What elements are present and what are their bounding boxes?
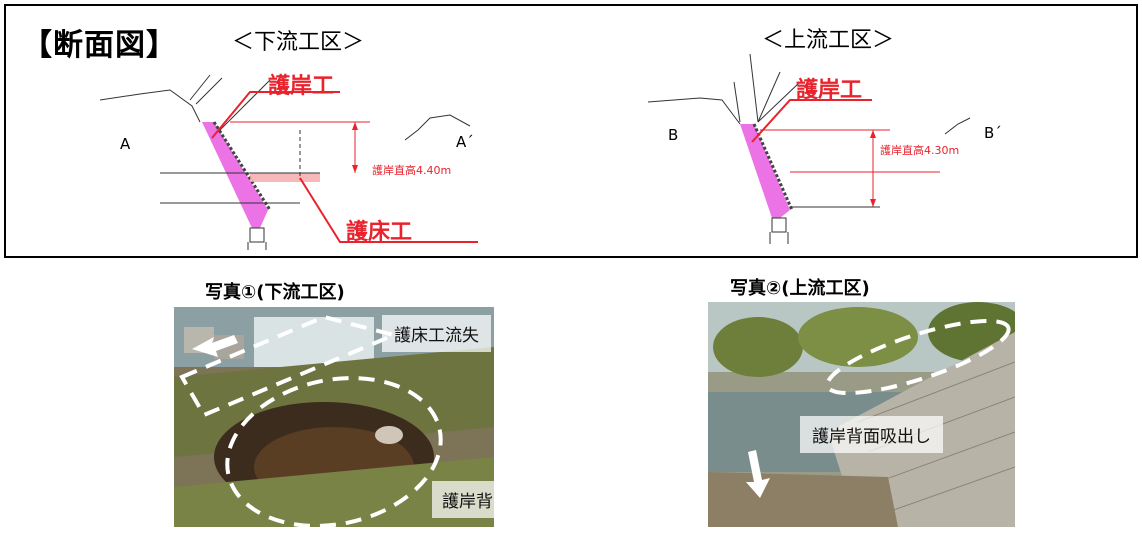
photo2: 護岸背面吸出し [708, 302, 1015, 527]
downstream-revetment-label: 護岸工 [268, 74, 335, 99]
photo2-caption: 写真②(上流工区) [730, 278, 870, 299]
cross-section-heading: 【断面図】 [22, 28, 177, 63]
upstream-height-label: 護岸直高4.30m [880, 144, 960, 157]
section-label-a-prime: A´ [456, 133, 474, 151]
downstream-height-label: 護岸直高4.40m [372, 164, 452, 177]
revetment-fill [202, 122, 268, 228]
downstream-section-drawing [100, 74, 478, 250]
section-label-a: A [120, 135, 131, 153]
photo1-callout-text: 護岸背面吸出し [442, 492, 494, 512]
photo1-caption: 写真①(下流工区) [205, 282, 345, 303]
cross-section-panel [4, 4, 1138, 258]
upstream-revetment-fill [740, 124, 790, 218]
section-label-b-prime: B´ [984, 124, 1002, 142]
downstream-bed-label: 護床工 [346, 220, 413, 245]
upstream-title: ＜上流工区＞ [762, 28, 895, 53]
downstream-title: ＜下流工区＞ [232, 30, 365, 55]
bed-protection-fill [250, 173, 320, 182]
photo1-callout-backfill-loss: 護岸背面吸出し [432, 481, 494, 518]
photo1: 護床工流失 護岸背面吸出し [174, 307, 494, 527]
photo1-callout-bed-loss: 護床工流失 [382, 315, 491, 352]
photo2-callout-backfill-loss: 護岸背面吸出し [800, 416, 943, 453]
upstream-revetment-label: 護岸工 [796, 78, 863, 103]
section-label-b: B [668, 126, 679, 144]
upstream-section-drawing [647, 53, 971, 244]
